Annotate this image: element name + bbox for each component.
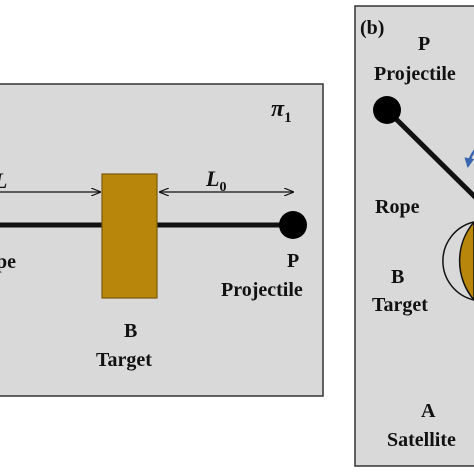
- dimension-l0-label: L0: [205, 166, 226, 195]
- target-label: Target: [96, 349, 152, 371]
- panel-a-background: [0, 83, 324, 397]
- target-letter-b: B: [391, 266, 404, 288]
- panel-b: (b) P Projectile Rope B Target A Satelli…: [354, 5, 474, 467]
- rope-line-b: [387, 110, 474, 200]
- rotation-arrow: [464, 149, 474, 168]
- panel-b-background: [354, 5, 474, 467]
- satellite-label: Satellite: [387, 429, 456, 451]
- target-block: [101, 173, 158, 299]
- projectile-letter: P: [287, 250, 299, 272]
- satellite-letter: A: [421, 400, 436, 422]
- plane-label: π1: [271, 96, 292, 126]
- rope-label-b: Rope: [375, 196, 420, 218]
- target-disc-b: [458, 220, 474, 302]
- dimension-left-label: L: [0, 168, 7, 193]
- panel-a: π1 L L0 pe P Projectile B Target: [0, 83, 324, 397]
- panel-b-tag: (b): [360, 17, 384, 39]
- rope-label-partial: pe: [0, 251, 16, 273]
- target-disc-b-edge: [442, 221, 474, 301]
- projectile-label-b: Projectile: [374, 63, 456, 85]
- projectile-ball: [279, 211, 307, 239]
- projectile-letter-b: P: [418, 33, 430, 55]
- target-label-b: Target: [372, 294, 428, 316]
- projectile-ball-b: [373, 96, 401, 124]
- target-letter: B: [124, 320, 137, 342]
- projectile-label: Projectile: [221, 279, 303, 301]
